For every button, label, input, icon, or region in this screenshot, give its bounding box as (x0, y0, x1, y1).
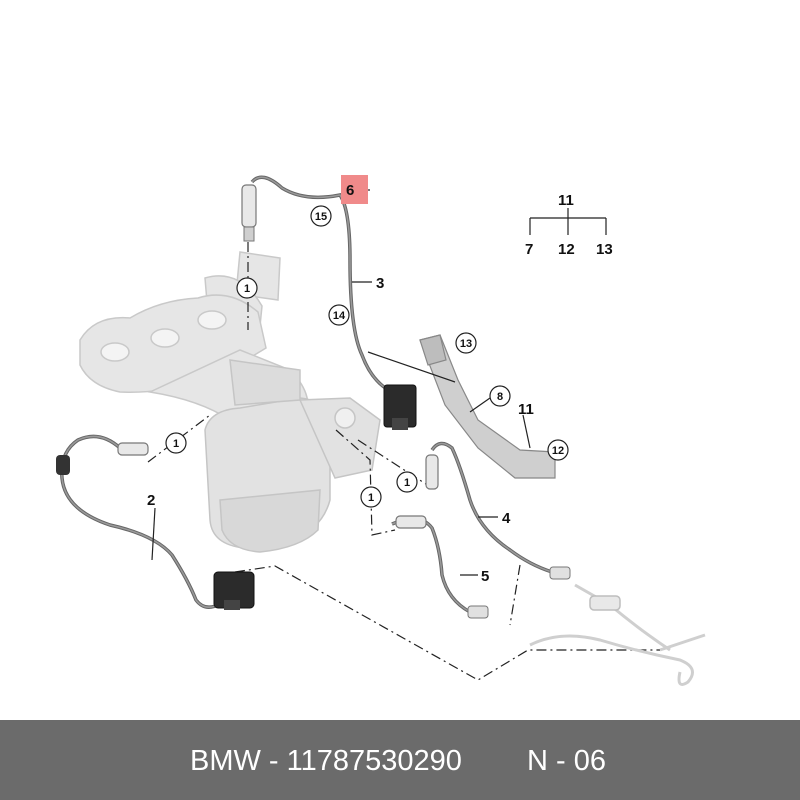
callout-1-manifold: 1 (236, 277, 258, 299)
circled-callouts: 15 14 1 1 1 1 13 8 (165, 205, 569, 508)
callout-12: 12 (547, 439, 569, 461)
callout-1-right: 1 (396, 471, 418, 493)
oxygen-sensor-5 (391, 515, 489, 619)
callout-15: 15 (310, 205, 332, 227)
footer-part-number: BMW - 11787530290 (190, 745, 462, 777)
oxygen-sensor-upper (241, 175, 393, 394)
callout-1-left: 1 (165, 432, 187, 454)
callout-labels: 6 3 2 4 5 11 11 7 12 13 (147, 182, 613, 585)
mounting-bracket (419, 334, 558, 479)
footer-diagram-code: N - 06 (527, 745, 606, 777)
svg-text:12: 12 (552, 445, 564, 457)
svg-text:1: 1 (404, 477, 410, 489)
callout-2: 2 (147, 492, 155, 509)
svg-text:1: 1 (173, 438, 179, 450)
callout-5: 5 (481, 568, 489, 585)
svg-text:8: 8 (497, 391, 503, 403)
oxygen-sensor-4 (425, 441, 571, 580)
oxygen-sensor-left (56, 434, 221, 609)
svg-text:1: 1 (368, 492, 374, 504)
callout-8: 8 (489, 385, 511, 407)
highlight-box (341, 175, 368, 204)
wiring-harness (529, 583, 706, 686)
catalytic-converter (204, 359, 381, 553)
sensor-connector-left (213, 571, 255, 610)
callout-4: 4 (502, 510, 511, 527)
svg-text:15: 15 (315, 211, 327, 223)
legend-11: 11 (558, 192, 574, 209)
sensor-connector-upper (383, 384, 417, 430)
legend-13: 13 (596, 241, 613, 258)
svg-text:14: 14 (333, 310, 346, 322)
callout-6: 6 (346, 182, 354, 199)
callout-3: 3 (376, 275, 384, 292)
leader-lines (151, 189, 607, 576)
footer-bar: BMW - 11787530290 N - 06 (0, 720, 800, 800)
callout-11: 11 (518, 401, 534, 418)
callout-13: 13 (455, 332, 477, 354)
svg-text:13: 13 (460, 338, 472, 350)
exhaust-sensor-diagram: 6 3 2 4 5 11 11 7 12 13 15 14 1 1 1 (56, 175, 706, 686)
callout-1-center: 1 (360, 486, 382, 508)
legend-7: 7 (525, 241, 533, 258)
callout-14: 14 (328, 304, 350, 326)
legend-12: 12 (558, 241, 575, 258)
svg-text:1: 1 (244, 283, 250, 295)
